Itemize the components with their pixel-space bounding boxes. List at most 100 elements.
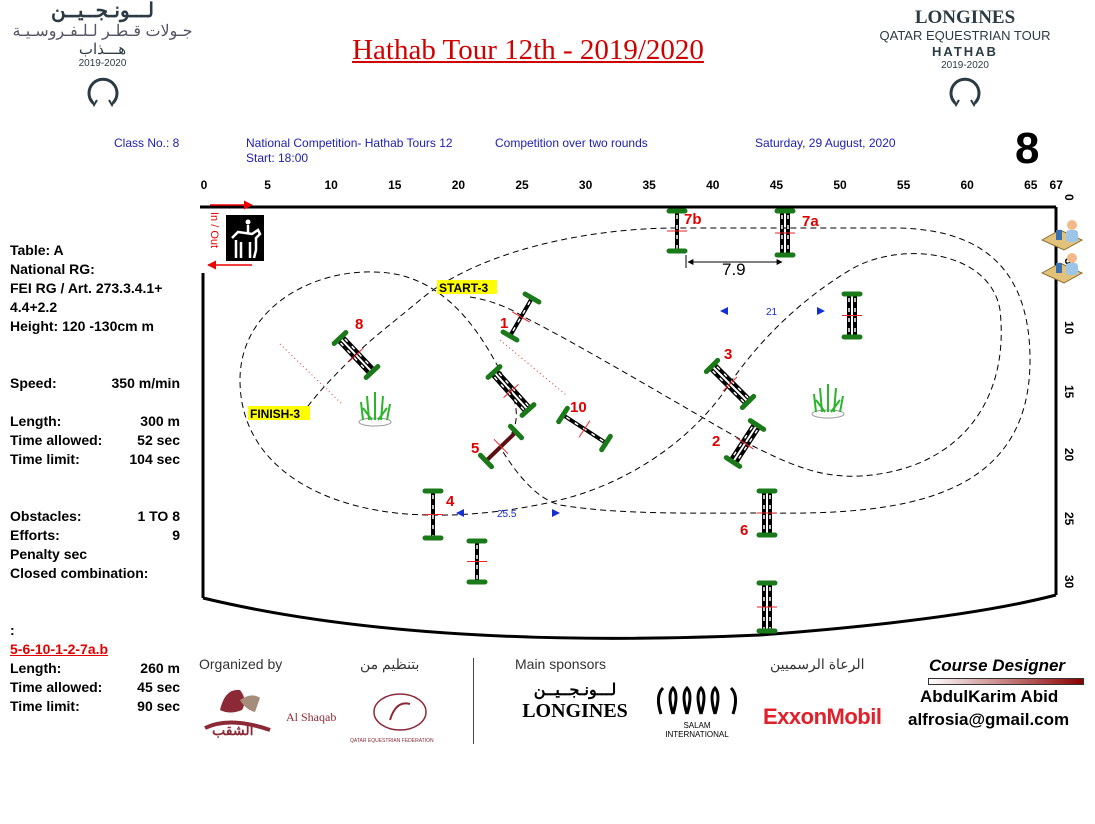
- horse-rider-icon: [226, 215, 264, 261]
- ruler-x-tick: 67: [1049, 178, 1063, 192]
- arrow-left-icon: [456, 509, 464, 517]
- obstacle: [756, 580, 778, 634]
- obstacle-number-8: 8: [355, 316, 363, 333]
- ruler-x-tick: 25: [515, 178, 529, 192]
- start-marker: START-3: [437, 280, 497, 295]
- label: Time allowed:: [10, 432, 103, 448]
- label: Efforts:: [10, 527, 60, 543]
- time-allowed-row: Time allowed:52 sec: [10, 431, 180, 450]
- ruler-x-tick: 5: [264, 178, 271, 192]
- value: 260 m: [140, 660, 180, 676]
- obstacle: [477, 423, 525, 470]
- obstacle-number-3: 3: [724, 346, 732, 363]
- logo-event: HATHAB: [932, 44, 998, 59]
- obstacle: [774, 208, 796, 258]
- speed-row: Speed: 350 m/min: [10, 374, 180, 393]
- left-tour-logo: لـــونـجــيــن جـولات قـطـر لـلـفـروسـيـ…: [0, 0, 205, 114]
- qef-logo: [360, 680, 440, 740]
- arrow-right-icon: [552, 509, 560, 517]
- judges-box: [1040, 220, 1084, 284]
- label: Length:: [10, 660, 62, 676]
- ruler-x-tick: 20: [451, 178, 466, 192]
- label: Length:: [10, 413, 62, 429]
- penalty: Penalty sec: [10, 546, 88, 562]
- obstacle: [666, 208, 688, 254]
- value: 1 TO 8: [137, 508, 180, 524]
- exxonmobil-logo: ExxonMobil: [763, 704, 882, 729]
- arena-outline: [200, 205, 1058, 640]
- designer-email[interactable]: alfrosia@gmail.com: [908, 710, 1070, 729]
- jo-time-allowed-row: Time allowed: 45 sec: [10, 678, 180, 697]
- ruler-x-tick: 60: [960, 178, 974, 192]
- obstacle-number-5: 5: [471, 440, 479, 457]
- distance-7-measure: 7.9: [685, 255, 783, 279]
- in-out-gate: In / Out: [207, 200, 253, 270]
- jumpoff-sequence: 5-6-10-1-2-7a.b: [10, 641, 109, 657]
- competition-format: Competition over two rounds: [495, 136, 648, 150]
- time-limit-row: Time limit: 104 sec: [10, 450, 180, 469]
- page-title: Hathab Tour 12th - 2019/2020: [352, 34, 704, 66]
- obstacle-number-6: 6: [740, 522, 748, 539]
- value: 350 m/min: [111, 375, 180, 391]
- longines-sponsor-logo: لـــونـجــيــن LONGINES: [520, 682, 630, 723]
- finish-marker: FINISH-3: [248, 406, 310, 421]
- value: 104 sec: [129, 451, 180, 467]
- obstacle: [331, 330, 381, 380]
- course-info-panel: Table: A National RG: FEI RG / Art. 273.…: [10, 241, 180, 716]
- obstacle: [756, 488, 778, 538]
- logo-tour-arabic: جـولات قـطـر لـلـفـروسـيـة: [12, 23, 193, 40]
- arrow-right-icon: [817, 307, 825, 315]
- ruler-x-tick: 55: [896, 178, 911, 192]
- obstacle: [723, 418, 767, 469]
- al-shaqab-logo: [200, 680, 280, 740]
- organized-by-label: Organized by: [199, 656, 283, 672]
- start-time: Start: 18:00: [246, 151, 309, 165]
- logo-season-right: 2019-2020: [941, 60, 989, 71]
- obstacle: [500, 291, 542, 343]
- label: Time limit:: [10, 451, 80, 467]
- designer-name: AbdulKarim Abid: [920, 687, 1059, 706]
- organized-by-arabic: بتنظيم من: [360, 656, 420, 672]
- obstacle-number-10: 10: [570, 399, 587, 416]
- label: Time allowed:: [10, 679, 103, 695]
- al-shaqab-name: Al Shaqab: [286, 710, 337, 724]
- obstacle: [466, 538, 488, 585]
- designer-underline: [928, 678, 1084, 685]
- obstacle: [841, 291, 863, 340]
- ruler-x-tick: 35: [642, 178, 656, 192]
- class-number-large: 8: [1015, 124, 1040, 173]
- table-type: Table: A: [10, 242, 64, 258]
- obstacle: [556, 405, 613, 453]
- obstacle-number-7a: 7a: [802, 213, 819, 230]
- plant-decoration: [358, 384, 845, 427]
- obstacle: [485, 364, 537, 418]
- salam-name: SALAM INTERNATIONAL: [665, 721, 729, 739]
- logo-season: 2019-2020: [78, 58, 127, 69]
- value: 45 sec: [137, 679, 180, 695]
- salam-logo: SALAM INTERNATIONAL: [652, 684, 742, 739]
- colon: :: [10, 622, 15, 638]
- label: Time limit:: [10, 698, 80, 714]
- logo-longines: LONGINES: [914, 7, 1016, 28]
- logo-brand-arabic: لـــونـجــيــن: [50, 0, 155, 22]
- value: 9: [172, 527, 180, 543]
- obstacles-row: Obstacles: 1 TO 8: [10, 507, 180, 526]
- label: Obstacles:: [10, 508, 82, 524]
- competition-name: National Competition- Hathab Tours 12: [246, 136, 453, 150]
- closed-combination: Closed combination:: [10, 565, 149, 581]
- qef-name: QATAR EQUESTRIAN FEDERATION: [350, 738, 434, 744]
- obstacle-number-7b: 7b: [684, 211, 702, 228]
- label: Speed:: [10, 375, 57, 391]
- logo-hathab-arabic: هـــذاب: [78, 41, 127, 58]
- course-designer-title: Course Designer: [929, 656, 1066, 675]
- horseshoe-icon: [87, 77, 118, 108]
- obstacle: [422, 488, 444, 541]
- value: 90 sec: [137, 698, 180, 714]
- jo-time-limit-row: Time limit: 90 sec: [10, 697, 180, 716]
- ruler-x-tick: 65: [1024, 178, 1038, 192]
- fei-rg-cont: 4.4+2.2: [10, 299, 58, 315]
- height: Height: 120 -130cm m: [10, 318, 154, 334]
- main-sponsors-label: Main sponsors: [515, 656, 607, 672]
- distance-21-label: 21: [766, 307, 778, 318]
- obstacle-number-4: 4: [446, 493, 455, 510]
